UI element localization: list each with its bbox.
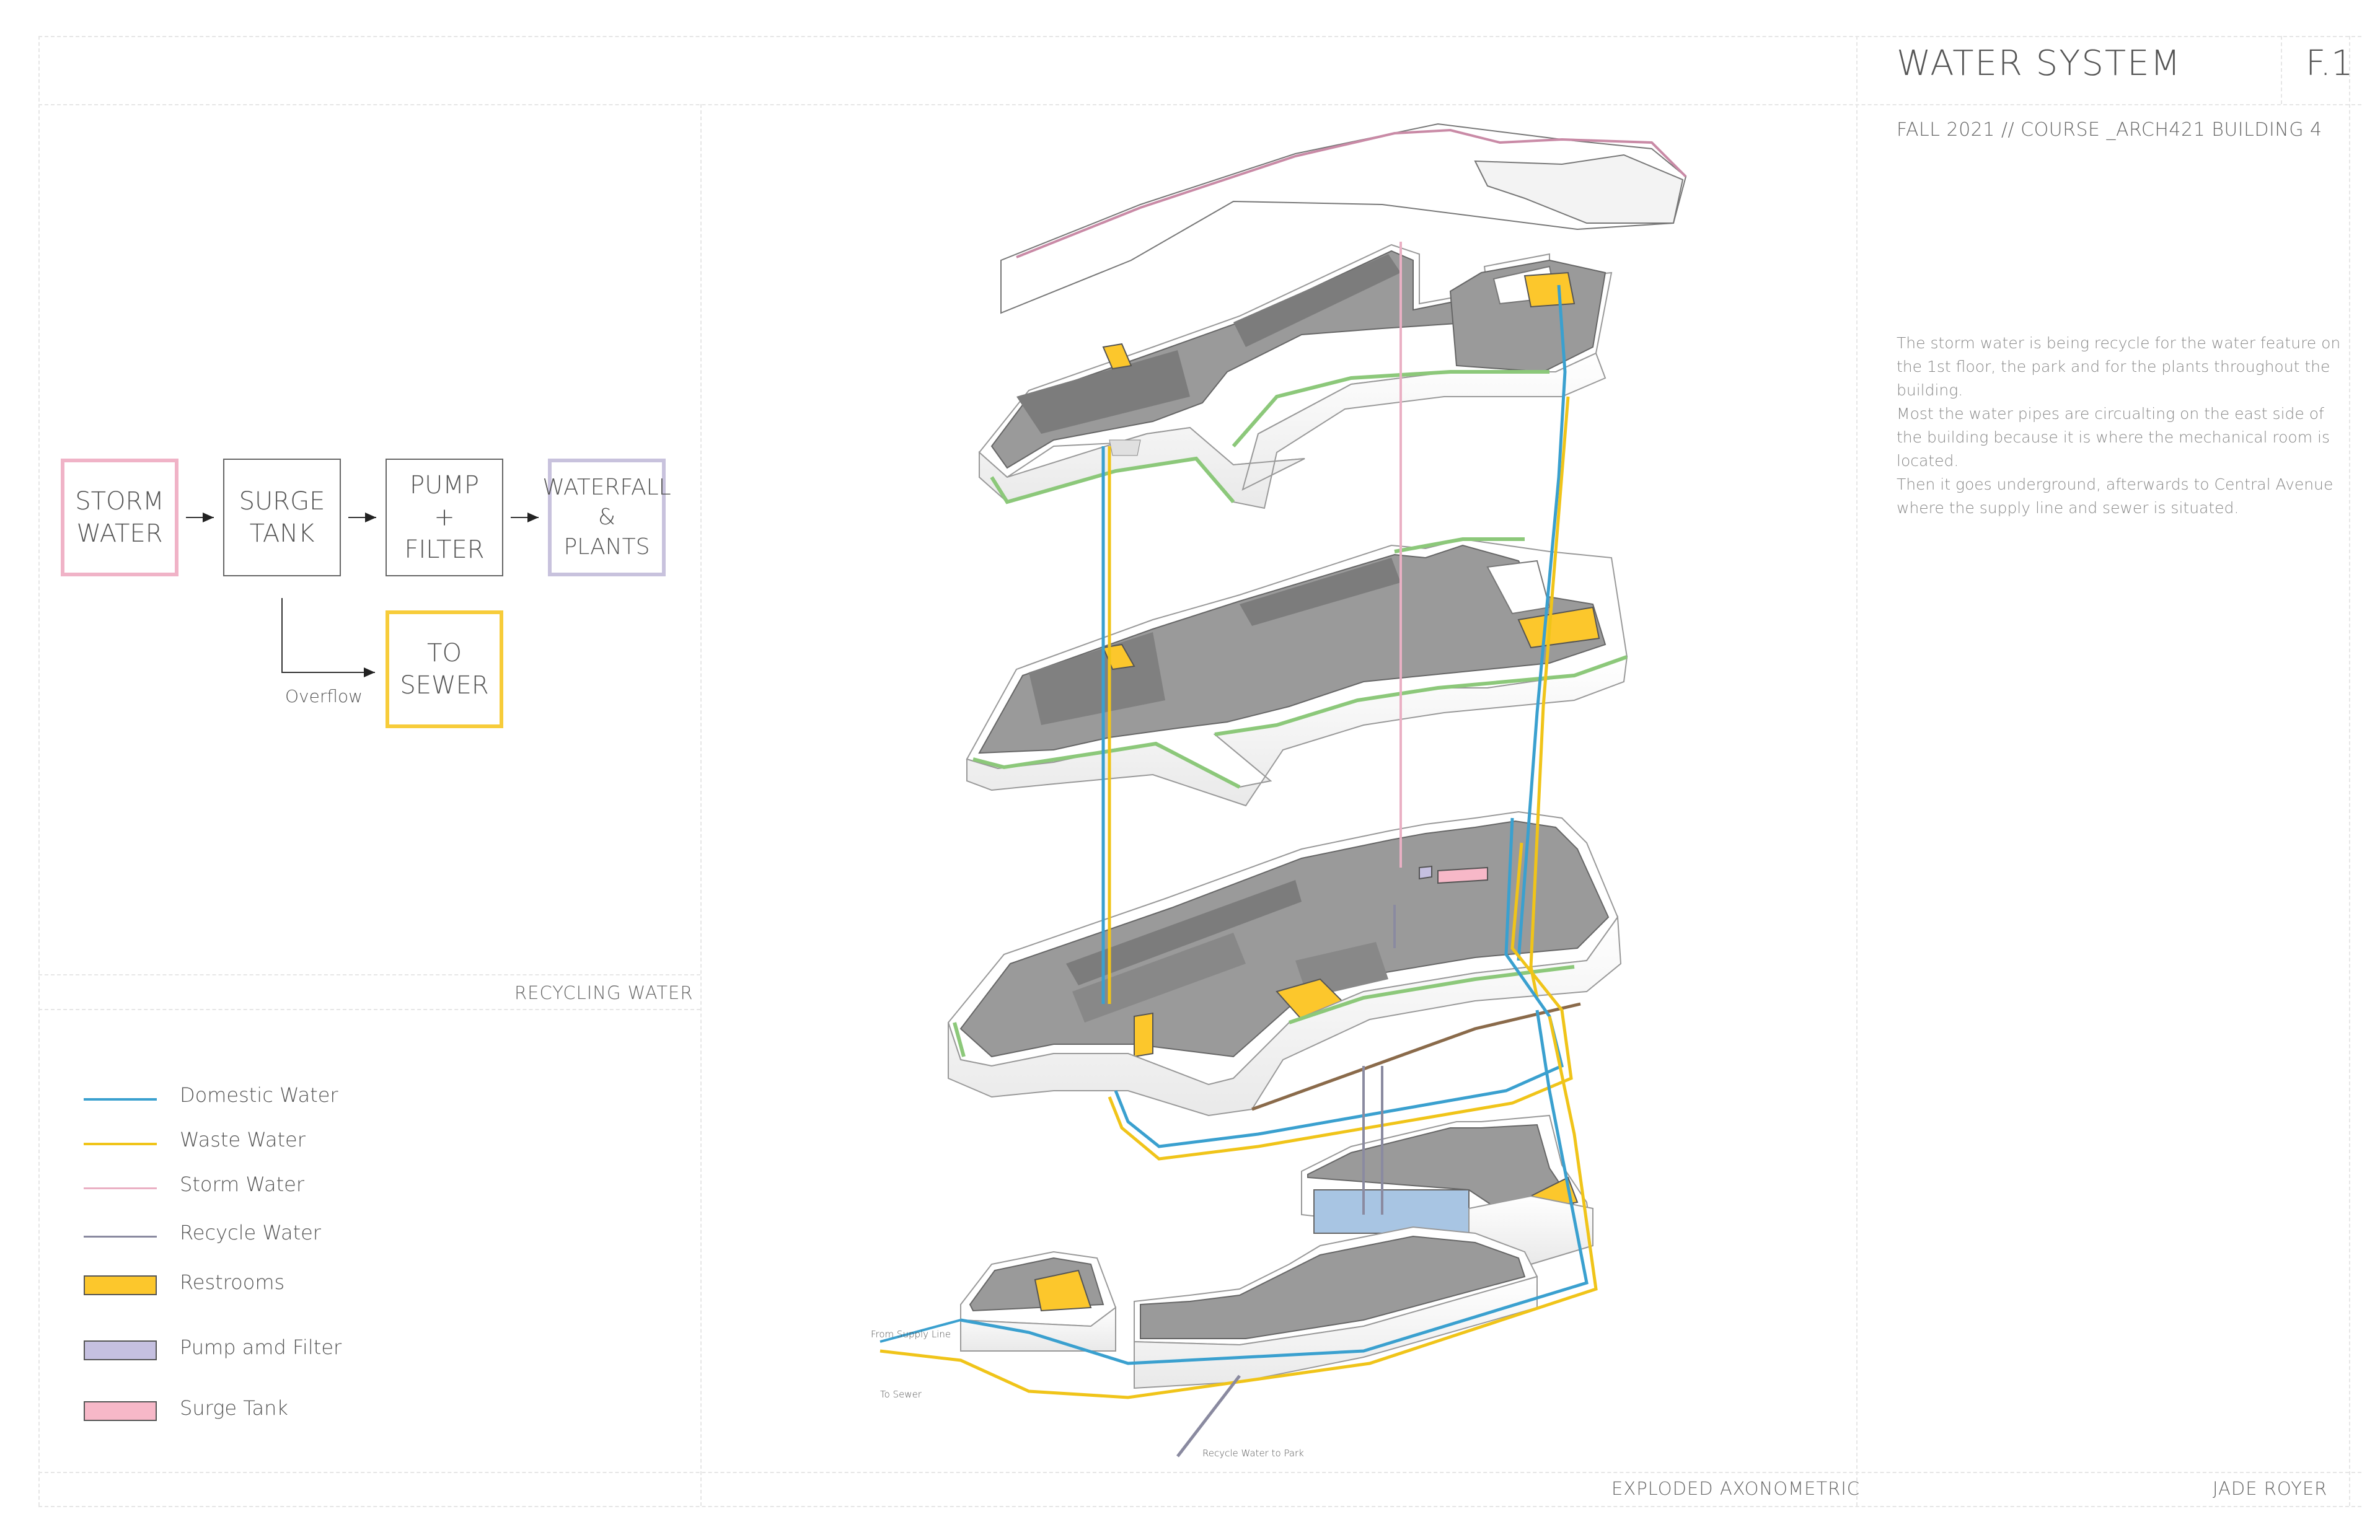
domestic-pipe bbox=[1114, 817, 1564, 1148]
flow-text: FILTER bbox=[404, 535, 485, 564]
legend-line-recycle bbox=[84, 1236, 157, 1238]
flow-box-waterfall-plants: WATERFALL & PLANTS bbox=[542, 459, 671, 576]
panel-label-exploded: EXPLODED AXONOMETRIC bbox=[1611, 1478, 1861, 1499]
flow-box-surge-tank: SURGE TANK bbox=[223, 459, 341, 576]
flow-text: & bbox=[597, 504, 616, 530]
frame-header-line bbox=[38, 104, 2361, 105]
frame-top-line bbox=[38, 36, 2361, 37]
sheet-number: F.1 bbox=[2306, 43, 2353, 84]
flow-box-pump-filter: PUMP + FILTER bbox=[386, 459, 503, 576]
legend-label: Waste Water bbox=[180, 1128, 306, 1151]
flow-box-storm-water: STORM WATER bbox=[61, 459, 178, 576]
frame-right-line bbox=[2349, 36, 2350, 1506]
frame-divider-1 bbox=[700, 104, 702, 1506]
level-3-green-edge bbox=[1394, 537, 1525, 553]
roof-level bbox=[1000, 123, 1687, 314]
legend-label: Recycle Water bbox=[180, 1221, 321, 1244]
page-title: WATER SYSTEM bbox=[1897, 43, 2182, 84]
domestic-pipe bbox=[960, 1010, 1589, 1365]
level-4-green-edge bbox=[990, 456, 1235, 504]
frame-left-line bbox=[38, 36, 40, 1506]
frame-bottom-inner-line bbox=[38, 1472, 2361, 1473]
level-4-floor bbox=[978, 244, 1613, 509]
flow-text: PUMP bbox=[409, 471, 480, 499]
annotation-to-sewer: To Sewer bbox=[880, 1389, 922, 1400]
frame-divider-2 bbox=[1856, 36, 1858, 1506]
flow-text: PLANTS bbox=[563, 534, 650, 560]
waste-pipe bbox=[1108, 842, 1573, 1161]
arrow-overflow-to-sewer bbox=[281, 598, 375, 677]
flow-arrows bbox=[186, 513, 539, 677]
description-paragraph: Then it goes underground, afterwards to … bbox=[1897, 475, 2334, 517]
annotation-recycle-to-park: Recycle Water to Park bbox=[1202, 1448, 1304, 1459]
legend-line-waste bbox=[84, 1143, 157, 1145]
waste-pipe bbox=[1529, 396, 1570, 998]
frame-left-mid-line-2 bbox=[38, 1009, 700, 1010]
panel-label-recycling: RECYCLING WATER bbox=[514, 982, 694, 1003]
level-3-floor bbox=[966, 537, 1628, 807]
description-text: The storm water is being recycle for the… bbox=[1897, 332, 2349, 520]
ground-level bbox=[960, 1226, 1538, 1389]
legend-swatch-restrooms bbox=[84, 1275, 157, 1295]
recycle-pipe bbox=[1176, 1375, 1241, 1458]
description-paragraph: The storm water is being recycle for the… bbox=[1897, 334, 2341, 399]
panel-label-author: JADE ROYER bbox=[2213, 1478, 2328, 1499]
flow-box-to-sewer: TO SEWER bbox=[386, 610, 503, 728]
legend-line-domestic bbox=[84, 1098, 157, 1101]
legend-label: Pump amd Filter bbox=[180, 1335, 342, 1359]
flow-text: SURGE bbox=[239, 487, 325, 516]
course-subtitle: FALL 2021 // COURSE _ARCH421 BUILDING 4 bbox=[1897, 119, 2322, 141]
overflow-label: Overflow bbox=[285, 686, 363, 706]
domestic-pipe bbox=[1517, 284, 1567, 961]
flow-text: WATERFALL bbox=[542, 475, 671, 500]
waste-pipe bbox=[879, 1016, 1598, 1399]
legend-label: Storm Water bbox=[180, 1173, 304, 1196]
flow-text: WATER bbox=[76, 519, 163, 548]
level-3-green-edge bbox=[1214, 655, 1628, 736]
legend-swatch-pump bbox=[84, 1340, 157, 1360]
flow-text: TANK bbox=[249, 519, 315, 548]
frame-left-mid-line bbox=[38, 974, 700, 975]
frame-divider-3 bbox=[2281, 36, 2282, 104]
flow-text: SEWER bbox=[400, 671, 489, 700]
legend-label: Surge Tank bbox=[180, 1396, 288, 1420]
level-4-green-edge bbox=[1232, 370, 1549, 447]
annotation-from-supply-line: From Supply Line bbox=[871, 1329, 951, 1340]
legend-line-storm bbox=[84, 1187, 157, 1189]
legend-swatch-surge bbox=[84, 1401, 157, 1421]
flow-text: TO bbox=[427, 639, 462, 667]
flow-text: STORM bbox=[75, 487, 164, 516]
pipe-network bbox=[879, 242, 1598, 1458]
description-paragraph: Most the water pipes are circualting on … bbox=[1897, 405, 2330, 470]
frame-bottom-line bbox=[38, 1506, 2361, 1507]
roof-storm-line bbox=[1016, 128, 1687, 258]
domestic-pipe bbox=[879, 1319, 961, 1343]
flow-text: + bbox=[434, 503, 455, 532]
level-2-floor bbox=[947, 811, 1622, 1117]
level-2-green-edge bbox=[953, 1022, 966, 1057]
legend-label: Domestic Water bbox=[180, 1083, 338, 1107]
legend-label: Restrooms bbox=[180, 1270, 285, 1294]
level-2-green-edge bbox=[1289, 965, 1575, 1024]
